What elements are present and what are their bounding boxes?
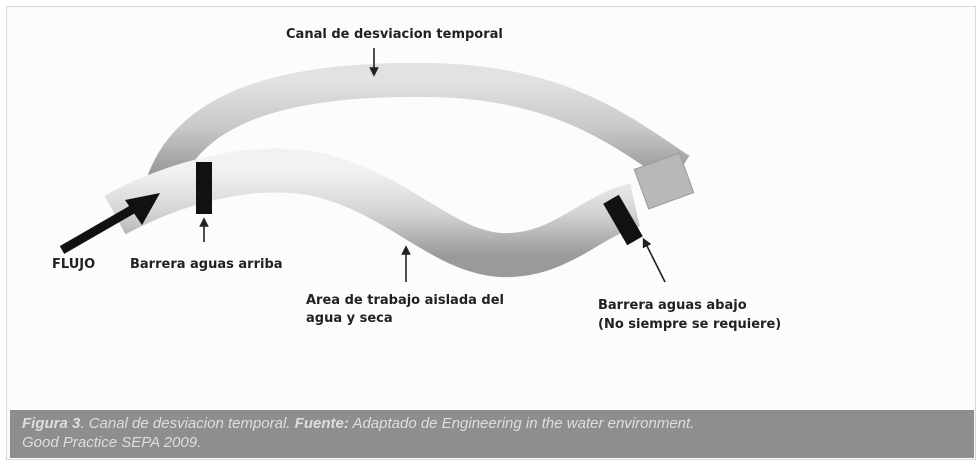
downstream-barrier <box>603 194 643 246</box>
source-text: Adaptado de Engineering in the water env… <box>348 415 695 432</box>
figure-text: . Canal de desviacion temporal. <box>80 415 295 432</box>
downstream-pointer <box>642 237 666 283</box>
flow-label: FLUJO <box>52 257 96 272</box>
work-area-label-line2: agua y seca <box>306 311 393 326</box>
upstream-barrier <box>196 162 212 214</box>
downstream-barrier-label-line1: Barrera aguas abajo <box>598 298 747 313</box>
figure-caption: Figura 3. Canal de desviacion temporal. … <box>10 410 974 458</box>
flow-arrow-head <box>125 193 160 225</box>
flow-arrow-shaft <box>59 201 143 254</box>
downstream-barrier-label-line2: (No siempre se requiere) <box>598 317 782 332</box>
work-area-label-line1: Area de trabajo aislada del <box>306 293 505 308</box>
diversion-diagram <box>59 48 695 283</box>
river-section <box>104 148 641 278</box>
upstream-barrier-label: Barrera aguas arriba <box>130 257 283 272</box>
caption-line2: Good Practice SEPA 2009. <box>22 434 202 451</box>
caption-line1: Figura 3. Canal de desviacion temporal. … <box>22 414 962 433</box>
diversion-channel <box>145 62 690 192</box>
source-label: Fuente: <box>294 415 349 432</box>
channel-outlet <box>633 152 695 210</box>
channel-label: Canal de desviacion temporal <box>286 27 503 42</box>
figure-label: Figura 3 <box>22 415 81 432</box>
